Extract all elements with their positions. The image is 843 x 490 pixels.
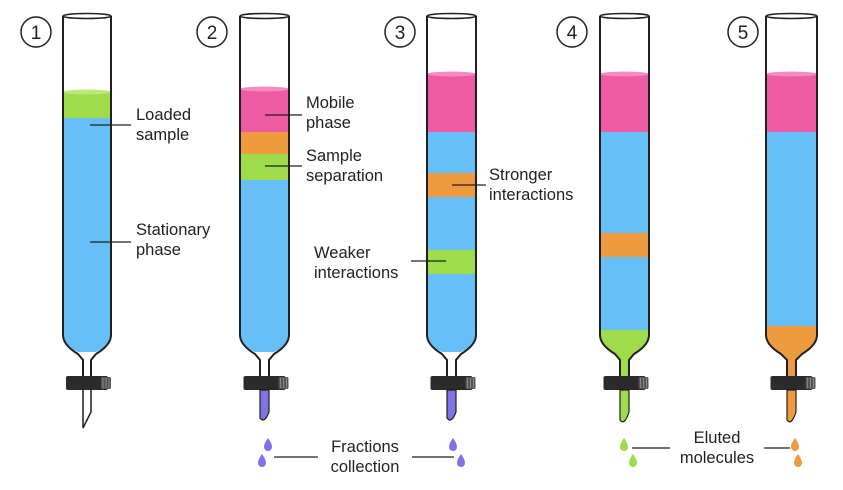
orange-sample-band — [240, 132, 289, 154]
svg-text:collection: collection — [331, 458, 400, 476]
svg-text:phase: phase — [136, 241, 181, 259]
stationary-phase-band — [63, 118, 111, 352]
orange-sample-band — [600, 233, 649, 257]
svg-text:molecules: molecules — [680, 449, 754, 467]
step-number: 2 — [207, 23, 218, 44]
step-number-circle — [196, 16, 228, 48]
mobile-phase-band — [240, 89, 289, 132]
loaded-sample-label: Loaded — [136, 106, 191, 124]
column-tip — [82, 390, 92, 429]
weaker-interactions-label: Weaker — [314, 244, 371, 262]
svg-text:interactions: interactions — [489, 186, 573, 204]
column-outline — [239, 16, 290, 378]
column-1: 1 Loaded sample Stationary phase — [20, 12, 211, 429]
stopcock-valve — [430, 375, 476, 391]
mobile-phase-band — [766, 74, 817, 132]
stopcock-valve — [603, 375, 649, 391]
stationary-phase-band — [766, 132, 817, 326]
eluate-drop — [264, 438, 272, 451]
fractions-collection-callout: Fractions collection — [274, 438, 454, 476]
eluate-drop — [457, 454, 465, 467]
mobile-phase-band — [600, 74, 649, 132]
stopcock-valve — [65, 375, 112, 391]
step-number: 1 — [31, 23, 42, 44]
column-tip — [446, 389, 457, 421]
step-number: 4 — [567, 23, 578, 44]
column-outline — [599, 16, 650, 378]
sample-separation-label: Sample — [306, 147, 362, 165]
svg-text:interactions: interactions — [314, 264, 398, 282]
column-outline — [62, 16, 112, 378]
green-sample-band — [427, 250, 476, 274]
eluted-molecules-label: Eluted — [694, 429, 741, 447]
column-2: 2 Mobile phase Sample separation — [196, 12, 383, 467]
stronger-interactions-label: Stronger — [489, 166, 553, 184]
column-tip — [259, 389, 270, 421]
stationary-phase-band — [427, 132, 476, 352]
eluate-drop — [791, 438, 799, 451]
orange-eluting-band — [766, 326, 817, 378]
eluate-drop — [794, 454, 802, 467]
step-number-circle — [384, 16, 416, 48]
column-tip — [786, 389, 797, 423]
mobile-phase-label: Mobile — [306, 94, 355, 112]
column-3: 3 Stronger interactions Weaker interacti… — [314, 12, 573, 467]
column-4: 4 — [556, 12, 650, 467]
step-number-circle — [556, 16, 588, 48]
loaded-sample-band — [63, 92, 111, 118]
stopcock-valve — [770, 375, 816, 391]
step-number-circle — [727, 16, 759, 48]
eluate-drop — [629, 454, 637, 467]
stationary-phase-band — [240, 180, 289, 352]
svg-text:separation: separation — [306, 167, 383, 185]
eluate-drop — [258, 454, 266, 467]
column-5: 5 — [727, 12, 818, 467]
column-outline — [426, 16, 477, 378]
green-eluting-band — [600, 330, 649, 378]
green-sample-band — [240, 154, 289, 180]
svg-text:sample: sample — [136, 126, 189, 144]
eluate-drop — [620, 438, 628, 451]
eluted-molecules-callout: Eluted molecules — [632, 429, 790, 467]
column-tip — [619, 389, 630, 423]
mobile-phase-band — [427, 74, 476, 132]
svg-text:phase: phase — [306, 114, 351, 132]
step-number: 3 — [395, 23, 406, 44]
stationary-phase-label: Stationary — [136, 221, 211, 239]
eluate-drop — [449, 438, 457, 451]
step-number: 5 — [738, 23, 749, 44]
stationary-phase-band — [600, 132, 649, 330]
stopcock-valve — [243, 375, 289, 391]
fractions-collection-label: Fractions — [331, 438, 399, 456]
step-number-circle — [20, 16, 52, 48]
column-outline — [765, 16, 818, 378]
